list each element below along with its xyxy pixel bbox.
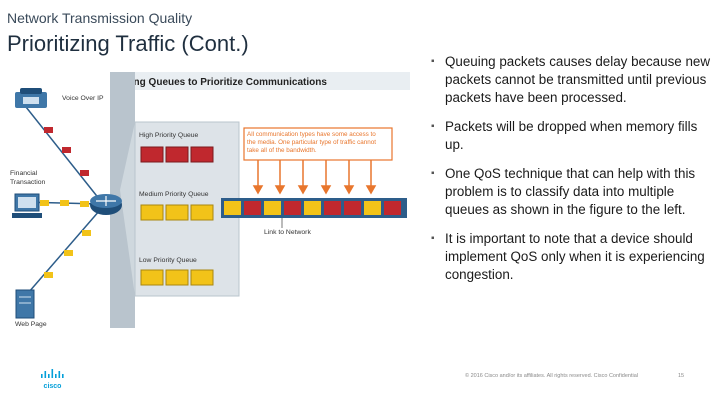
link-packets: [224, 201, 401, 215]
source-label-financial: Financial Transaction: [10, 170, 45, 186]
bullet-item: ▪Packets will be dropped when memory fil…: [431, 119, 698, 152]
cisco-logo-icon: cisco: [41, 369, 64, 390]
cisco-logo-text: cisco: [44, 383, 62, 390]
bullet-item: ▪It is important to note that a device s…: [431, 231, 705, 282]
copyright-footer: © 2016 Cisco and/or its affiliates. All …: [465, 373, 639, 379]
figure-title-bar: [118, 72, 410, 90]
queue-label-low: Low Priority Queue: [139, 257, 197, 264]
bullet-list: ▪Queuing packets causes delay because ne…: [430, 53, 715, 295]
voip-phone-icon: [15, 88, 47, 108]
queue-label-high: High Priority Queue: [139, 132, 199, 139]
bullet-marker: ▪: [431, 168, 435, 179]
low-priority-queue: [140, 269, 214, 286]
high-priority-queue: [140, 146, 214, 163]
bullet-marker: ▪: [431, 233, 435, 244]
queue-diagram: Using Queues to Prioritize Communication…: [10, 72, 410, 328]
bullet-item: ▪One QoS technique that can help with th…: [431, 166, 696, 217]
callout-box: [243, 127, 393, 161]
funnel-wedge: [120, 122, 135, 296]
queue-label-medium: Medium Priority Queue: [139, 191, 209, 198]
computer-icon: [12, 193, 42, 218]
network-area: [21, 101, 122, 301]
slide-kicker: Network Transmission Quality: [7, 10, 193, 26]
bullet-marker: ▪: [431, 56, 435, 67]
server-icon: [15, 289, 35, 319]
slide-title: Prioritizing Traffic (Cont.): [7, 31, 249, 56]
queue-figure: Using Queues to Prioritize Communication…: [10, 72, 410, 328]
page-number: 15: [678, 373, 685, 379]
link-label: Link to Network: [264, 229, 311, 236]
medium-priority-queue: [140, 204, 214, 221]
bullet-item: ▪Queuing packets causes delay because ne…: [431, 54, 711, 105]
figure-title: Using Queues to Prioritize Communication…: [118, 77, 327, 88]
callout-text: All communication types have some access…: [247, 131, 378, 154]
source-label-voip: Voice Over IP: [62, 95, 104, 102]
source-label-web: Web Page: [15, 321, 47, 328]
bullet-marker: ▪: [431, 121, 435, 132]
callout-arrows: [252, 160, 377, 195]
